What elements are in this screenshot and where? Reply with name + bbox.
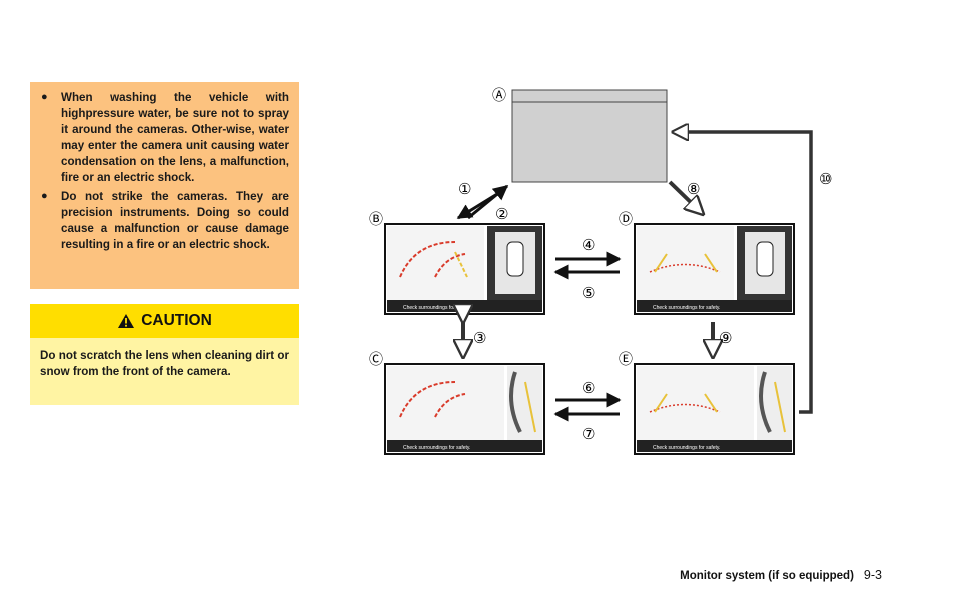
caution-header: CAUTION: [30, 304, 299, 338]
warning-triangle-icon: [118, 314, 135, 328]
screen-b: Check surroundings for safety. Ⓑ: [369, 212, 545, 315]
label-e: Ⓔ: [619, 352, 633, 368]
footer-section: Monitor system (if so equipped): [680, 570, 854, 582]
bullet-icon: ●: [41, 190, 48, 203]
screen-e-message: Check surroundings for safety.: [653, 445, 720, 451]
caution-text: Do not scratch the lens when cleaning di…: [30, 338, 299, 405]
screen-b-message: Check surroundings for safety.: [403, 305, 470, 311]
page-number: 9-3: [863, 568, 882, 582]
label-a: Ⓐ: [492, 88, 506, 104]
arrow-8: [668, 180, 703, 214]
step-9: ⑨: [719, 329, 732, 347]
warning-list: ●When washing the vehicle with highpress…: [40, 90, 289, 253]
page-footer: Monitor system (if so equipped) 9-3: [680, 568, 882, 582]
step-10: ⑩: [819, 170, 832, 188]
screen-c-message: Check surroundings for safety.: [403, 445, 470, 451]
step-6: ⑥: [582, 379, 595, 397]
step-3: ③: [473, 329, 486, 347]
arrow-2: [467, 184, 509, 220]
step-7: ⑦: [582, 425, 595, 443]
screen-c: Check surroundings for safety. Ⓒ: [369, 352, 545, 455]
label-d: Ⓓ: [619, 212, 633, 228]
step-1: ①: [458, 180, 471, 198]
step-5: ⑤: [582, 284, 595, 302]
screen-a: Ⓐ: [492, 88, 668, 183]
warning-item: ●When washing the vehicle with highpress…: [41, 91, 289, 184]
warning-box: ●When washing the vehicle with highpress…: [30, 82, 299, 289]
label-c: Ⓒ: [369, 352, 383, 368]
warning-item: ●Do not strike the cameras. They are pre…: [41, 190, 289, 252]
bullet-icon: ●: [41, 91, 48, 103]
camera-view-diagram: Ⓐ Check surroundings for safety. Ⓑ Check…: [369, 88, 832, 455]
caution-title: CAUTION: [141, 312, 212, 329]
screen-e: Check surroundings for safety. Ⓔ: [619, 352, 795, 455]
label-b: Ⓑ: [369, 212, 383, 228]
arrow-10: [673, 132, 813, 414]
screen-d: Check surroundings for safety. Ⓓ: [619, 212, 795, 315]
step-4: ④: [582, 236, 595, 254]
step-8: ⑧: [687, 180, 700, 198]
step-2: ②: [495, 205, 508, 223]
screen-d-message: Check surroundings for safety.: [653, 305, 720, 311]
